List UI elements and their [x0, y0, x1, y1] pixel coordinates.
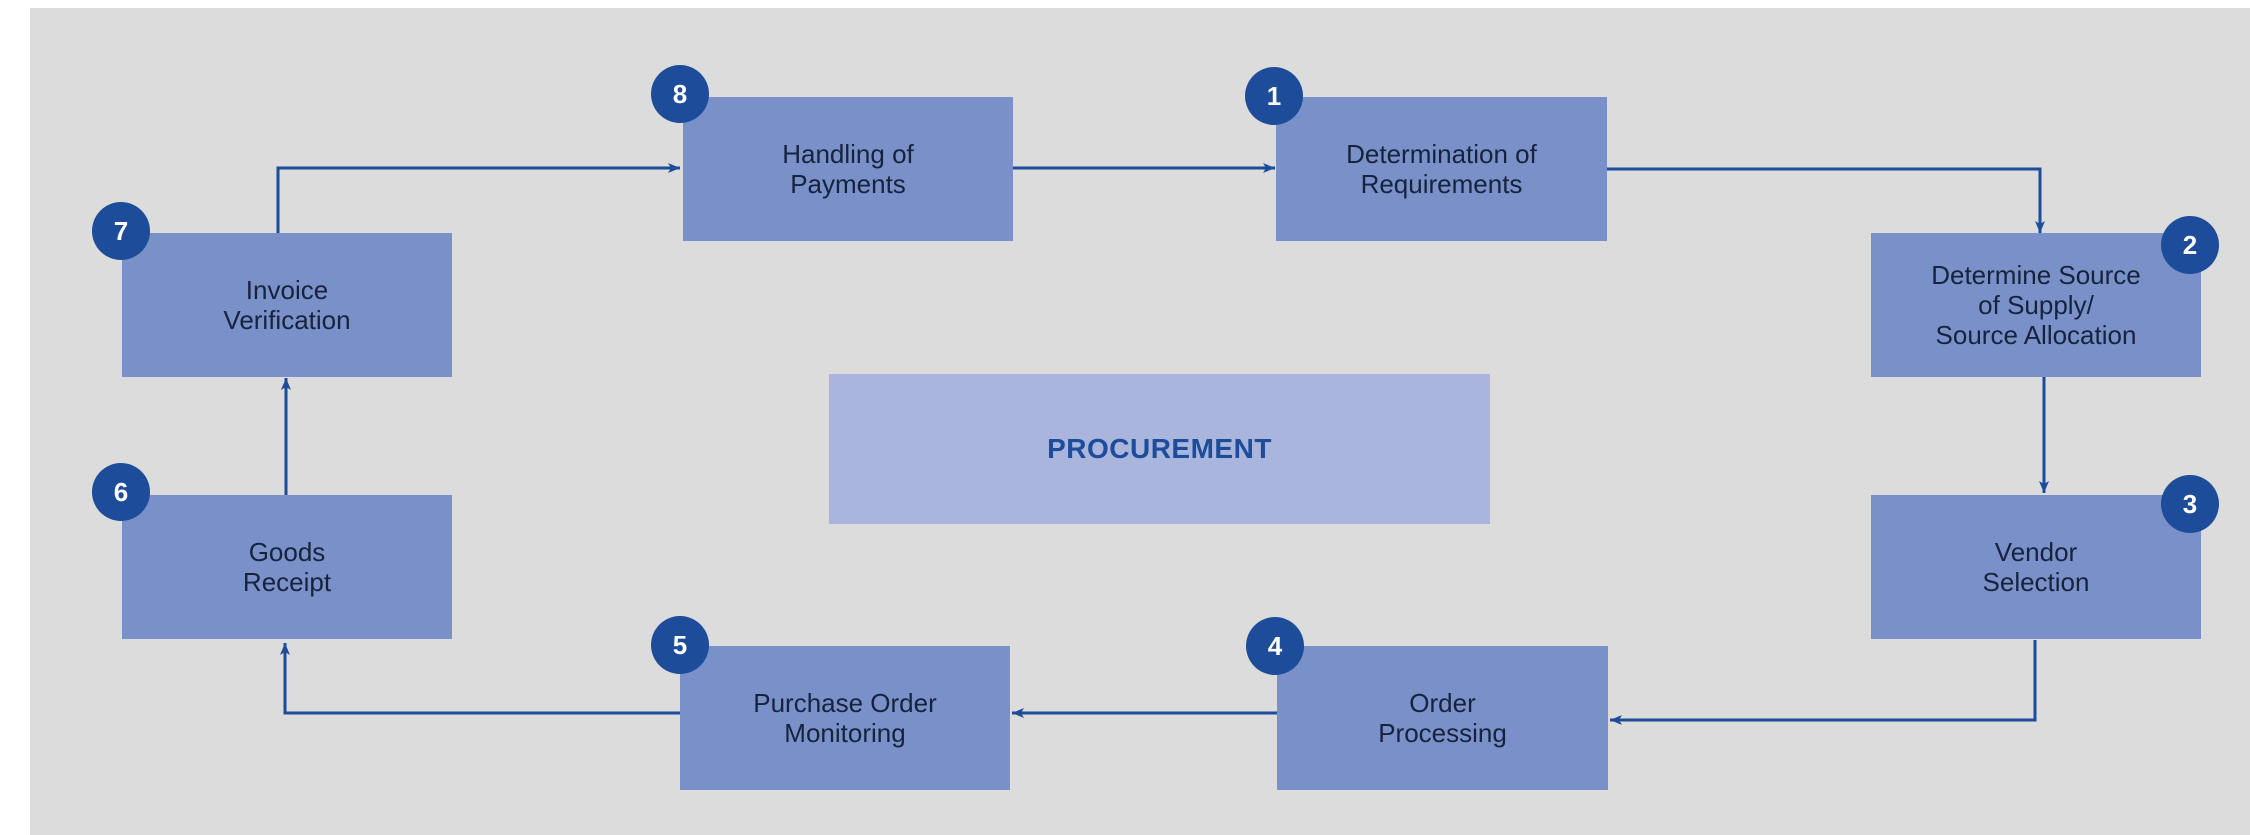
step-label: Vendor Selection — [1982, 537, 2090, 597]
step-number: 1 — [1266, 80, 1282, 111]
step-number-badge: 8 — [651, 65, 709, 123]
procurement-center-box: PROCUREMENT — [829, 374, 1490, 524]
step-box-handling-of-payments: Handling of Payments — [683, 97, 1013, 241]
step-box-purchase-order-monitoring: Purchase Order Monitoring — [680, 646, 1010, 790]
step-label: Determine Source of Supply/ Source Alloc… — [1931, 260, 2141, 350]
step-box-invoice-verification: Invoice Verification — [122, 233, 452, 377]
step-number: 6 — [113, 476, 129, 507]
step-number-badge: 5 — [651, 616, 709, 674]
step-box-determine-source-of-supply: Determine Source of Supply/ Source Alloc… — [1871, 233, 2201, 377]
center-label: PROCUREMENT — [1047, 433, 1272, 464]
step-number-badge: 6 — [92, 463, 150, 521]
step-box-determination-of-requirements: Determination of Requirements — [1276, 97, 1607, 241]
step-label: Determination of Requirements — [1346, 139, 1537, 199]
step-box-goods-receipt: Goods Receipt — [122, 495, 452, 639]
step-box-vendor-selection: Vendor Selection — [1871, 495, 2201, 639]
step-number: 2 — [2182, 229, 2198, 260]
step-label: Handling of Payments — [782, 139, 914, 199]
step-number-badge: 7 — [92, 202, 150, 260]
step-label: Invoice Verification — [223, 275, 351, 335]
step-number: 7 — [113, 215, 129, 246]
step-label: Purchase Order Monitoring — [753, 688, 937, 748]
arrow-3-to-4 — [1610, 640, 2037, 725]
arrow-1-to-2 — [1607, 167, 2045, 233]
step-number: 5 — [672, 629, 688, 660]
step-number: 8 — [672, 78, 688, 109]
arrow-7-to-8 — [276, 163, 680, 233]
step-number-badge: 2 — [2161, 216, 2219, 274]
step-number-badge: 1 — [1245, 67, 1303, 125]
arrow-5-to-6 — [280, 643, 680, 715]
step-label: Order Processing — [1378, 688, 1507, 748]
step-number: 4 — [1267, 630, 1283, 661]
step-number-badge: 3 — [2161, 475, 2219, 533]
step-number: 3 — [2182, 488, 2198, 519]
step-box-order-processing: Order Processing — [1277, 646, 1608, 790]
step-label: Goods Receipt — [242, 537, 332, 597]
step-number-badge: 4 — [1246, 617, 1304, 675]
